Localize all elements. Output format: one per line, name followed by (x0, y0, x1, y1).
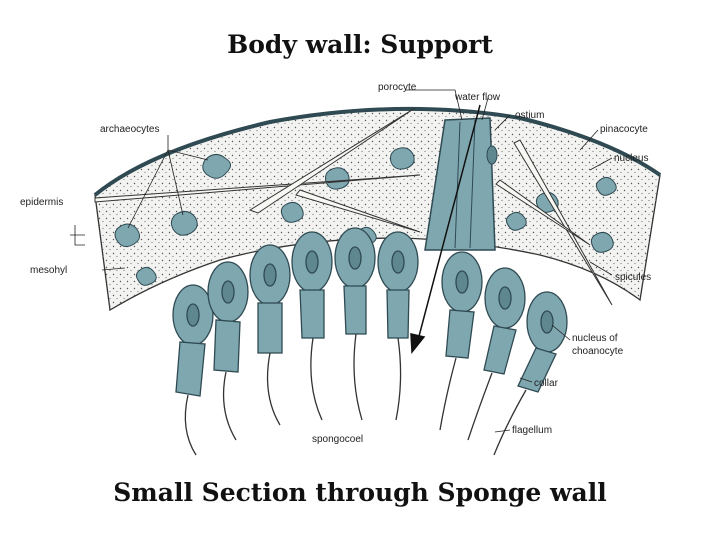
slide-caption: Small Section through Sponge wall (113, 478, 607, 507)
diagram-labels: porocyte water flow ostium archaeocytes … (20, 82, 651, 445)
choanocyte (291, 231, 333, 421)
label-choanocyte: choanocyte (572, 346, 624, 357)
choanocyte (334, 227, 376, 421)
slide-title: Body wall: Support (227, 30, 493, 59)
label-epidermis: epidermis (20, 197, 63, 208)
choanocyte (207, 261, 249, 441)
choanocyte-cells (172, 227, 568, 456)
choanocyte (249, 244, 291, 426)
water-flow-arrow (410, 104, 481, 355)
label-pinacocyte: pinacocyte (600, 124, 648, 135)
label-flagellum: flagellum (512, 425, 552, 436)
choanocyte (172, 284, 214, 456)
label-nucleus-of: nucleus of (572, 333, 618, 344)
mesohyl-layer (94, 108, 661, 312)
spicules (94, 107, 613, 306)
porocyte-cell (424, 117, 498, 251)
label-collar: collar (534, 378, 559, 389)
archaeocyte-cells (114, 147, 617, 286)
label-spicules: spicules (615, 272, 651, 283)
leader-lines (70, 89, 613, 433)
label-mesohyl: mesohyl (30, 265, 67, 276)
choanocyte (377, 231, 419, 421)
label-ostium: ostium (515, 110, 544, 121)
choanocyte (467, 267, 526, 441)
label-nucleus: nucleus (614, 153, 648, 164)
label-water-flow: water flow (454, 92, 501, 103)
label-porocyte: porocyte (378, 82, 417, 93)
label-spongocoel: spongocoel (312, 434, 363, 445)
label-archaeocytes: archaeocytes (100, 124, 159, 135)
choanocyte (439, 251, 483, 431)
choanocyte (493, 291, 568, 456)
